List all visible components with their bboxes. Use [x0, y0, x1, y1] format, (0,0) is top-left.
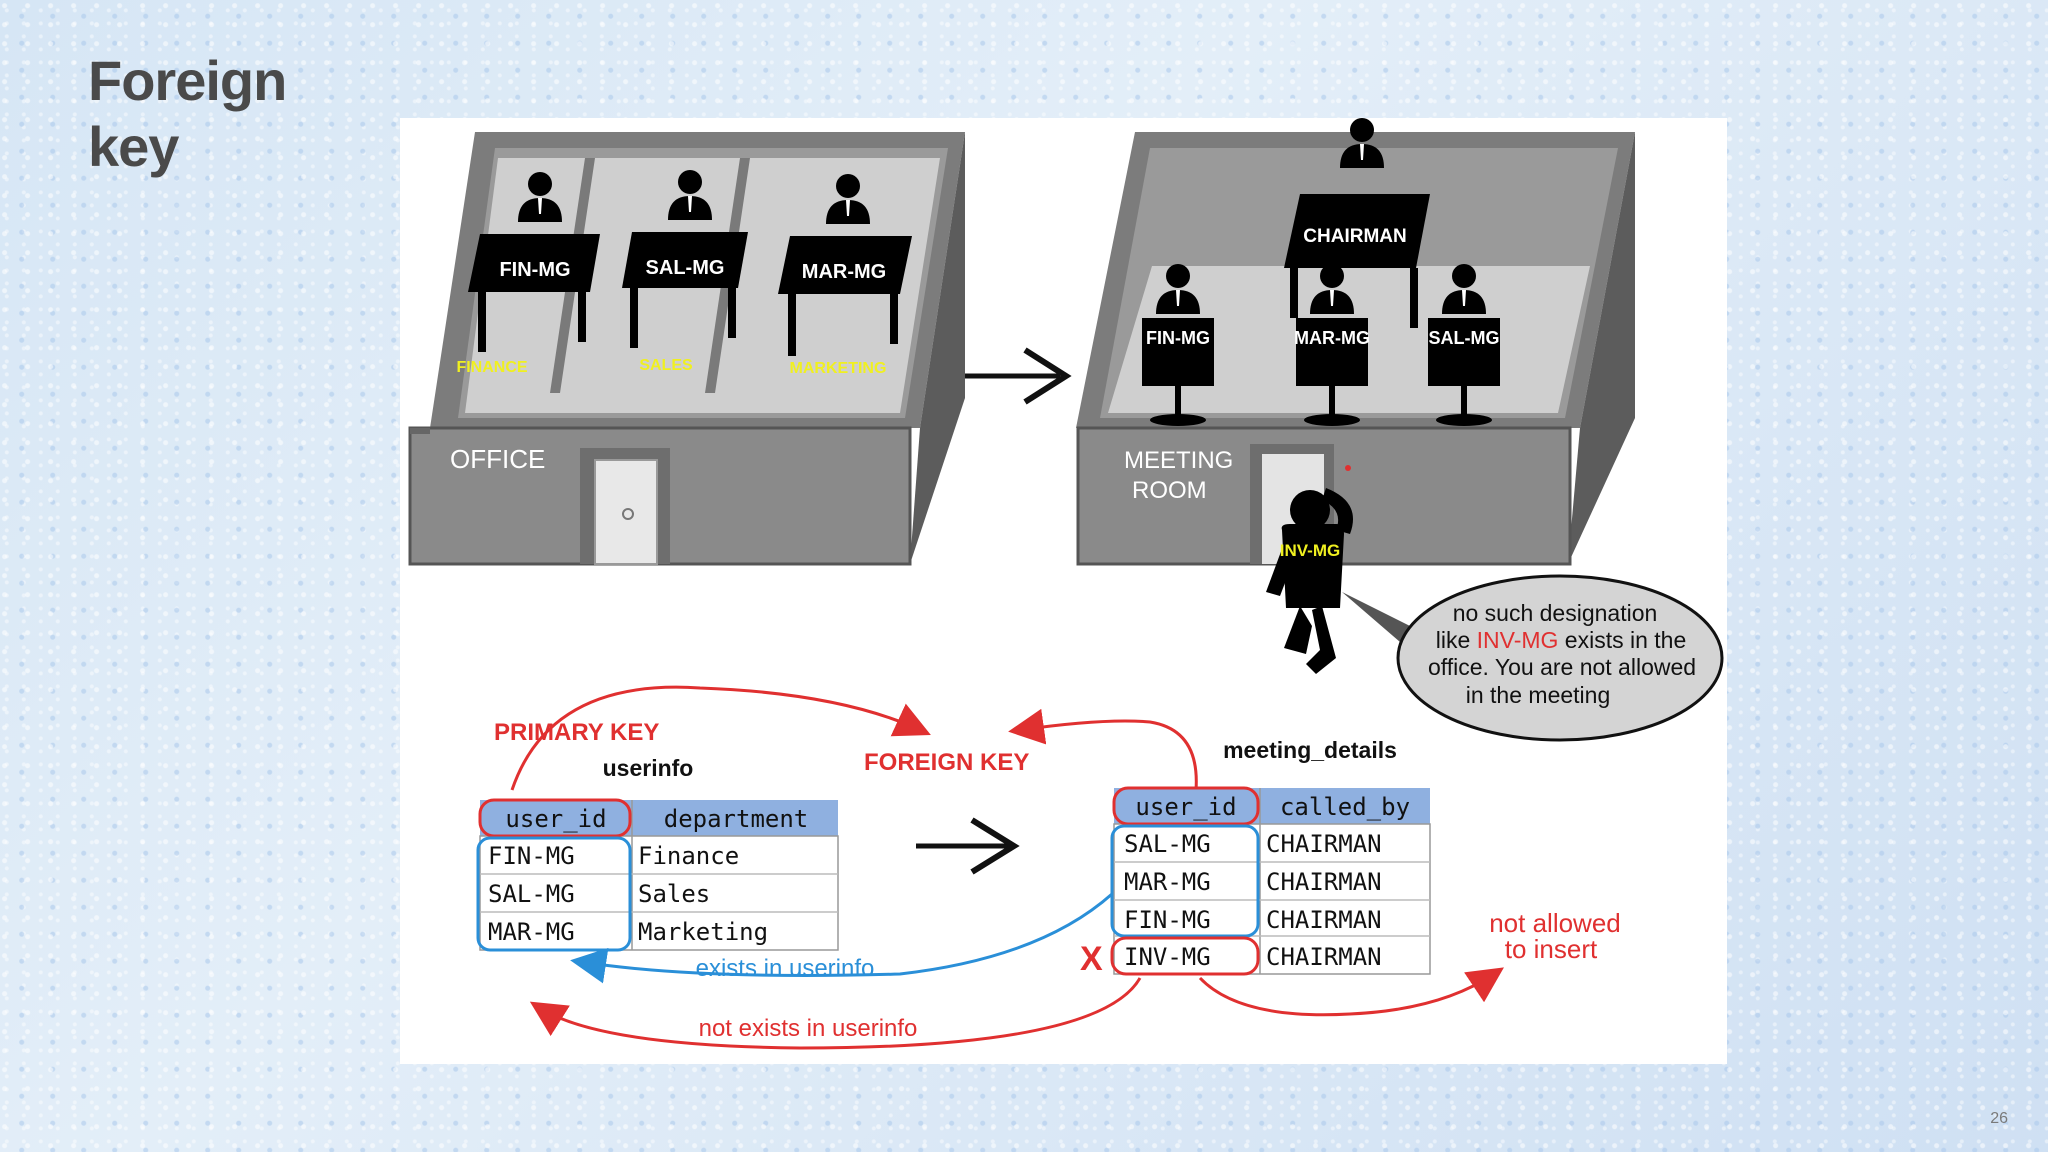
department-label: SALES — [639, 357, 693, 374]
speech-bubble — [1342, 574, 1724, 742]
userinfo-cell: MAR-MG — [488, 918, 575, 946]
meeting-key-to-foreign-key-arrow — [1008, 708, 1198, 791]
chairman-desk — [1284, 118, 1430, 328]
bubble-line-4: in the meeting — [1466, 682, 1610, 708]
userinfo-cell: Sales — [638, 880, 710, 908]
attendee-label: SAL-MG — [1429, 328, 1500, 348]
userinfo-cell: SAL-MG — [488, 880, 575, 908]
not-allowed-line-2: to insert — [1505, 934, 1598, 964]
meeting-room-label-line2: ROOM — [1132, 477, 1207, 504]
not-allowed-line-1: not allowed — [1489, 908, 1621, 938]
meeting-cell: SAL-MG — [1124, 830, 1211, 858]
office-manager-label: MAR-MG — [802, 261, 886, 283]
bubble-line-3: office. You are not allowed — [1428, 654, 1696, 680]
office-label: OFFICE — [450, 444, 545, 474]
primary-key-to-foreign-key-arrow — [510, 685, 931, 791]
office-manager-label: FIN-MG — [499, 259, 570, 281]
office-desks — [468, 170, 912, 356]
meeting-details-table-title: meeting_details — [1223, 737, 1397, 763]
meeting-cell: INV-MG — [1124, 943, 1211, 971]
meeting-cell: MAR-MG — [1124, 868, 1211, 896]
primary-key-label: PRIMARY KEY — [494, 719, 659, 746]
slide-title: Foreign key — [88, 49, 287, 178]
userinfo-cell: Marketing — [638, 918, 768, 946]
meeting-header-user-id: user_id — [1135, 793, 1236, 821]
userinfo-header-user-id: user_id — [505, 805, 606, 833]
office-manager-label: SAL-MG — [646, 257, 725, 279]
reject-mark: X — [1080, 940, 1103, 978]
bubble-line-2: like INV-MG exists in the — [1436, 627, 1687, 653]
bubble-line-1: no such designation — [1453, 600, 1658, 626]
meeting-cell: CHAIRMAN — [1266, 868, 1382, 896]
meeting-header-called-by: called_by — [1280, 793, 1410, 821]
not-exists-in-userinfo-label: not exists in userinfo — [699, 1015, 918, 1042]
arrow-userinfo-to-meeting-details — [916, 817, 1020, 875]
department-label: FINANCE — [456, 359, 527, 376]
attendee-label: MAR-MG — [1294, 328, 1370, 348]
meeting-attendees — [1142, 264, 1500, 426]
chairman-label: CHAIRMAN — [1303, 226, 1406, 247]
not-allowed-arrow — [1198, 967, 1504, 1017]
intruder-label: INV-MG — [1280, 541, 1340, 560]
exists-in-userinfo-arrow — [570, 892, 1113, 984]
userinfo-table-title: userinfo — [603, 755, 694, 781]
not-exists-in-userinfo-arrow — [529, 977, 1142, 1050]
meeting-cell: CHAIRMAN — [1266, 830, 1382, 858]
meeting-details-table — [1110, 786, 1431, 976]
slide-number: 26 — [1990, 1110, 2008, 1127]
department-label: MARKETING — [790, 360, 887, 377]
userinfo-table — [476, 798, 839, 952]
meeting-cell: FIN-MG — [1124, 906, 1211, 934]
meeting-cell: CHAIRMAN — [1266, 906, 1382, 934]
exists-in-userinfo-label: exists in userinfo — [696, 955, 875, 982]
userinfo-cell: FIN-MG — [488, 842, 575, 870]
userinfo-header-department: department — [664, 805, 809, 833]
arrow-office-to-meeting — [965, 347, 1072, 405]
attendee-label: FIN-MG — [1146, 328, 1210, 348]
meeting-room-label-line1: MEETING — [1124, 447, 1233, 474]
intruder-figure — [1266, 488, 1353, 674]
foreign-key-illustration: FIN-MG SAL-MG MAR-MG FINANCE SALES MARKE… — [400, 118, 1727, 1064]
userinfo-cell: Finance — [638, 842, 739, 870]
meeting-cell: CHAIRMAN — [1266, 943, 1382, 971]
foreign-key-label: FOREIGN KEY — [864, 749, 1029, 776]
